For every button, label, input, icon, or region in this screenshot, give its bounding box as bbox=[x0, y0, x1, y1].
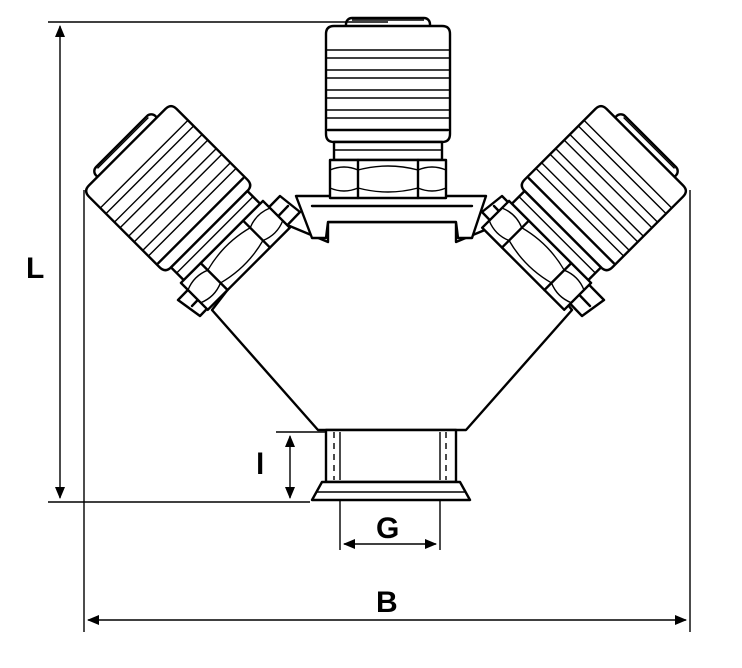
threaded-inlet bbox=[310, 428, 472, 502]
dimension-width: B bbox=[83, 190, 691, 632]
dimension-thread-length: l bbox=[256, 431, 326, 499]
length-label: L bbox=[26, 252, 44, 285]
dimension-length: L bbox=[26, 21, 388, 503]
top-coupling bbox=[324, 16, 452, 200]
dimension-thread: G bbox=[339, 500, 441, 550]
thread-length-label: l bbox=[256, 448, 264, 481]
width-label: B bbox=[376, 586, 398, 619]
thread-label: G bbox=[376, 512, 399, 545]
